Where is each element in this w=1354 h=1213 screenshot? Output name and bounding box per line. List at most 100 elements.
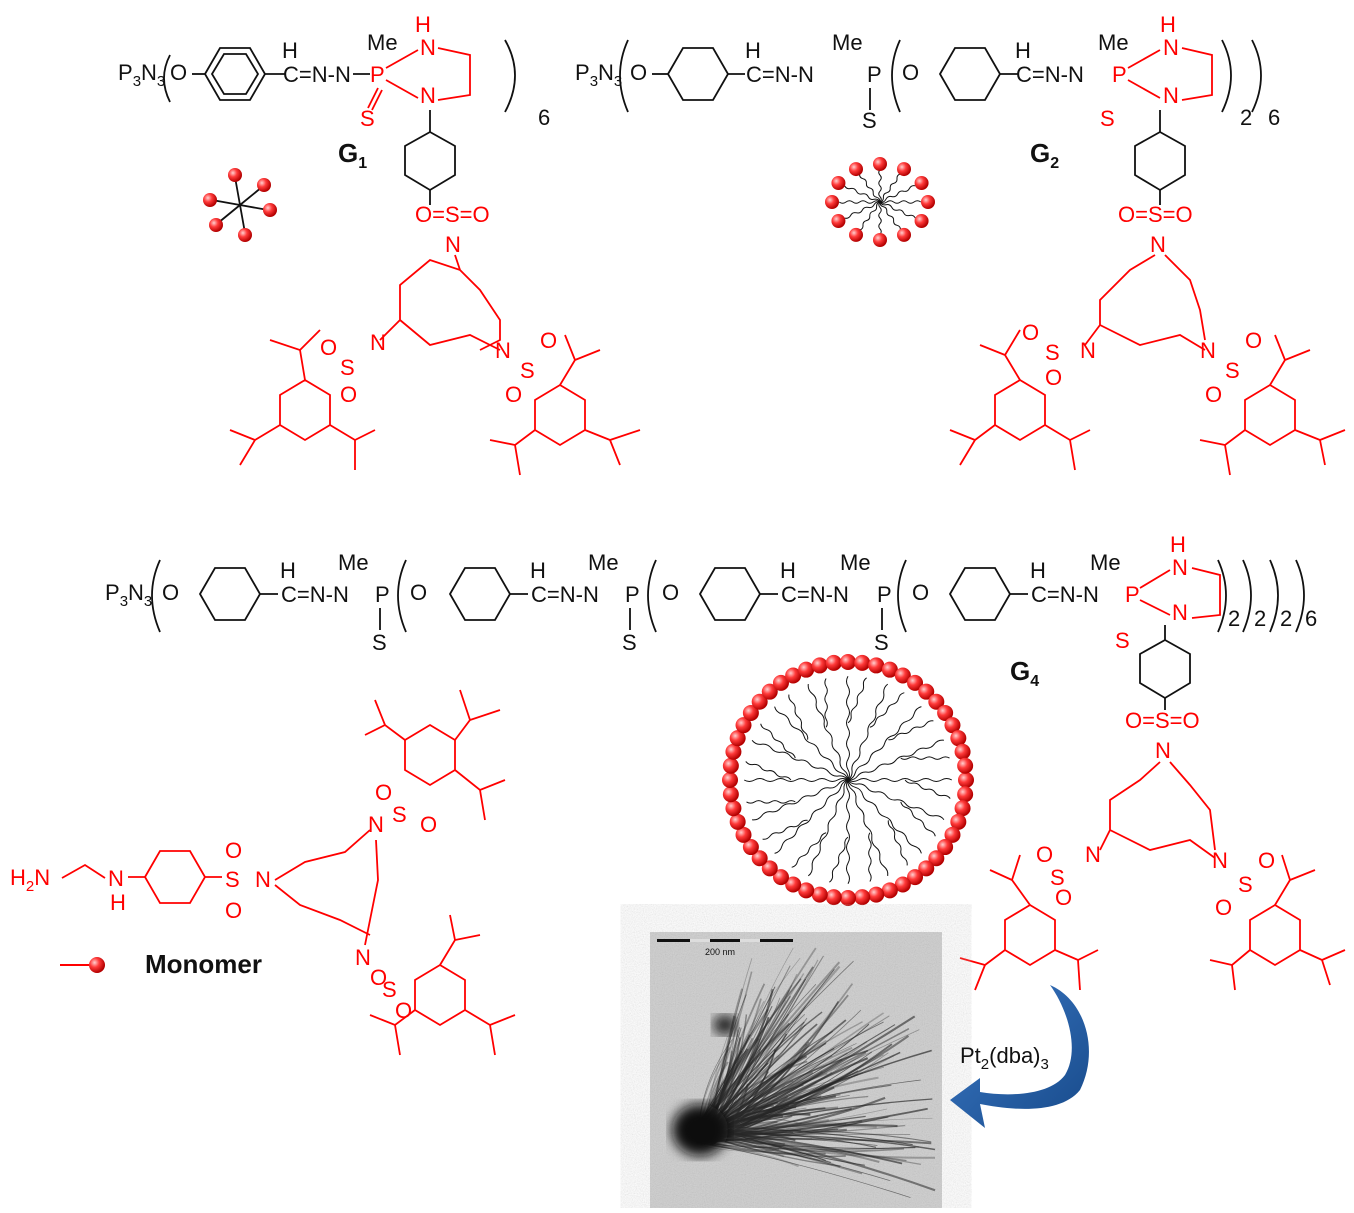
svg-text:H: H <box>530 558 546 583</box>
sphere-icon <box>849 162 863 177</box>
g1-benzene-ring <box>203 47 267 101</box>
svg-text:Me: Me <box>1090 550 1121 575</box>
svg-text:H: H <box>1160 12 1176 37</box>
sphere-icon <box>907 869 924 886</box>
svg-text:S: S <box>520 358 535 383</box>
svg-text:C=N-N: C=N-N <box>531 582 599 607</box>
svg-text:O: O <box>225 838 242 863</box>
g1-diazaphospholidine-ring <box>385 47 471 101</box>
svg-text:N: N <box>1163 83 1179 108</box>
svg-text:2: 2 <box>1228 606 1240 631</box>
svg-text:O: O <box>375 780 392 805</box>
g1-phenyl-ring <box>404 130 456 192</box>
g4-monomer-branch: O=S=O N N N O S O O S O <box>959 625 1346 991</box>
svg-text:O: O <box>410 580 427 605</box>
svg-text:O: O <box>505 382 522 407</box>
g1-label: G1 <box>338 138 367 172</box>
svg-text:O: O <box>540 328 557 353</box>
svg-text:C=N-N: C=N-N <box>746 62 814 87</box>
sphere-icon <box>742 839 759 856</box>
monomer-phenyl-ring <box>143 850 207 904</box>
svg-text:S: S <box>1100 106 1115 131</box>
svg-text:Me: Me <box>367 30 398 55</box>
svg-text:H: H <box>1030 558 1046 583</box>
svg-text:C=N-N: C=N-N <box>283 62 351 87</box>
sphere-icon <box>257 178 271 192</box>
svg-text:S: S <box>1115 628 1130 653</box>
g1-open-paren <box>163 54 171 103</box>
svg-text:N: N <box>445 232 461 257</box>
sphere-icon <box>798 882 815 899</box>
sphere-icon <box>772 869 789 886</box>
monomer-label: Monomer <box>145 949 262 979</box>
svg-text:O: O <box>1055 885 1072 910</box>
sphere-icon <box>928 693 945 710</box>
svg-text:P: P <box>370 62 385 87</box>
sphere-icon <box>729 730 746 747</box>
svg-text:O: O <box>320 335 337 360</box>
svg-text:S: S <box>1225 358 1240 383</box>
svg-text:C=N-N: C=N-N <box>1016 62 1084 87</box>
svg-text:H: H <box>282 38 298 63</box>
sphere-icon <box>914 176 929 190</box>
sphere-icon <box>918 860 935 877</box>
sphere-icon <box>914 214 929 228</box>
g2-monomer-branch: O=S=O N N N O S O O S O <box>949 110 1346 476</box>
sphere-icon <box>873 157 887 171</box>
reaction-arrow: Pt2(dba)3 <box>950 985 1089 1128</box>
svg-text:H: H <box>415 12 431 37</box>
sphere-icon <box>798 661 815 678</box>
sphere-icon <box>263 203 277 217</box>
svg-text:N: N <box>368 812 384 837</box>
svg-text:O: O <box>1022 320 1039 345</box>
sphere-icon <box>238 228 252 242</box>
svg-text:H: H <box>745 38 761 63</box>
sphere-icon <box>722 786 739 803</box>
svg-text:N: N <box>495 338 511 363</box>
sphere-icon <box>785 667 802 684</box>
sphere-icon <box>907 674 924 691</box>
svg-text:O: O <box>1036 842 1053 867</box>
svg-text:N: N <box>1085 842 1101 867</box>
sphere-icon <box>881 661 898 678</box>
svg-text:S: S <box>874 630 889 655</box>
g4-label: G4 <box>1010 656 1039 690</box>
sphere-icon <box>897 162 911 177</box>
svg-text:N: N <box>355 945 371 970</box>
svg-text:S: S <box>225 867 240 892</box>
sphere-icon <box>921 195 935 209</box>
svg-text:O: O <box>420 812 437 837</box>
g1-macrocycle <box>379 254 501 351</box>
svg-text:N: N <box>420 83 436 108</box>
svg-text:S: S <box>1238 872 1253 897</box>
svg-text:O=S=O: O=S=O <box>415 202 490 227</box>
sphere-icon <box>894 667 911 684</box>
sphere-icon <box>957 757 974 774</box>
curved-arrow-icon <box>950 985 1089 1128</box>
svg-text:N: N <box>420 35 436 60</box>
sphere-icon <box>209 218 223 232</box>
sphere-icon <box>897 227 911 242</box>
g2-core-label: P3N3 <box>575 60 622 90</box>
sphere-icon <box>751 693 768 710</box>
svg-text:H: H <box>1170 532 1186 557</box>
sphere-icon <box>868 657 885 674</box>
svg-text:S: S <box>382 977 397 1002</box>
svg-text:C=N-N: C=N-N <box>281 582 349 607</box>
svg-text:O: O <box>1205 382 1222 407</box>
svg-text:Me: Me <box>840 550 871 575</box>
svg-text:O=S=O: O=S=O <box>1125 708 1200 733</box>
sphere-icon <box>928 850 945 867</box>
sphere-icon <box>751 850 768 867</box>
sphere-icon <box>811 886 828 903</box>
g4-dendrimer-icon <box>722 654 974 906</box>
svg-text:O: O <box>1045 365 1062 390</box>
svg-text:H: H <box>1015 38 1031 63</box>
sphere-icon <box>825 889 842 906</box>
sphere-icon <box>725 800 742 817</box>
sphere-icon <box>825 654 842 671</box>
svg-text:S: S <box>862 108 877 133</box>
svg-text:N: N <box>1200 338 1216 363</box>
svg-text:Me: Me <box>832 30 863 55</box>
sphere-icon <box>957 786 974 803</box>
